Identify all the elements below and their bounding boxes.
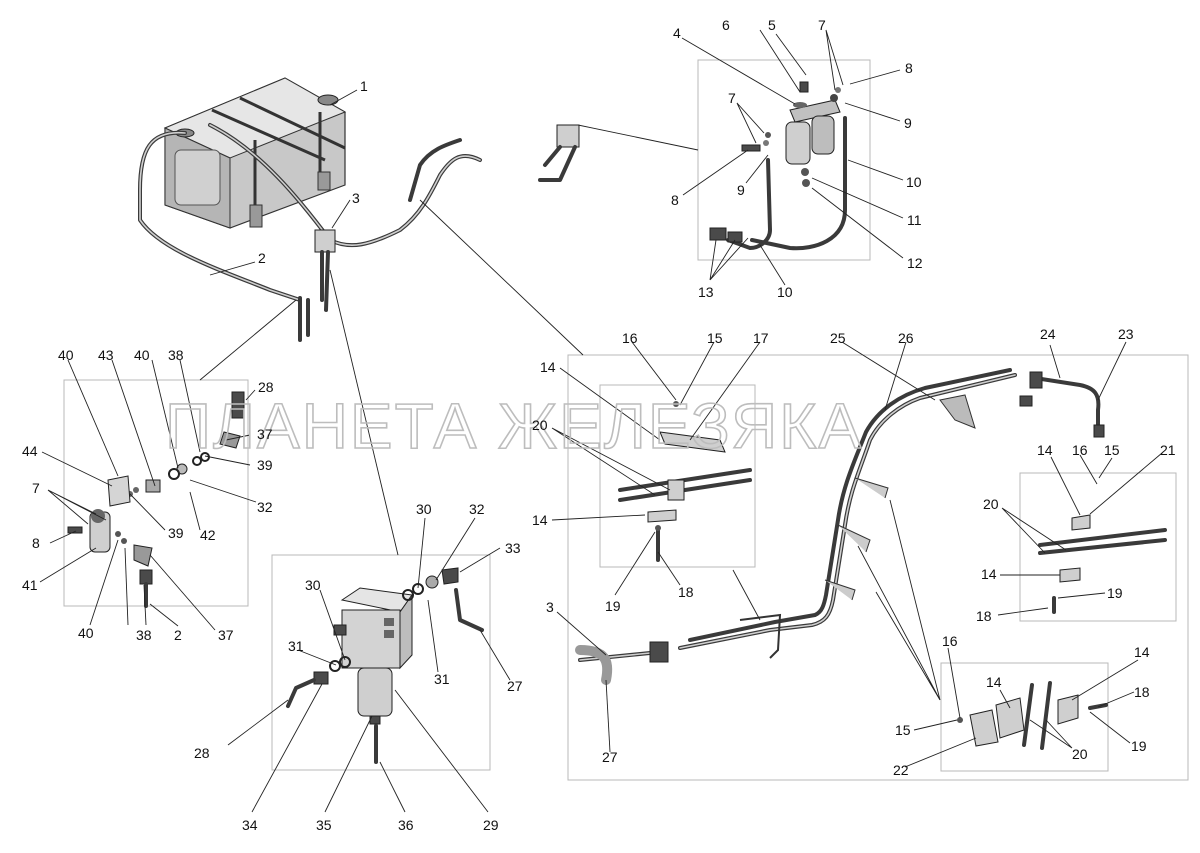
callout-16b: 16 — [1072, 442, 1088, 458]
callout-numbers: 1 2 3 4 5 6 7 8 9 7 8 9 10 11 12 13 10 2… — [22, 17, 1176, 833]
callout-8a: 8 — [905, 60, 913, 76]
callout-39b: 39 — [168, 525, 184, 541]
callout-13: 13 — [698, 284, 714, 300]
callout-18c: 18 — [1134, 684, 1150, 700]
callout-14e: 14 — [986, 674, 1002, 690]
callout-15c: 15 — [895, 722, 911, 738]
callout-9b: 9 — [737, 182, 745, 198]
callout-18b: 18 — [976, 608, 992, 624]
callout-30a: 30 — [416, 501, 432, 517]
callout-44: 44 — [22, 443, 38, 459]
callout-41: 41 — [22, 577, 38, 593]
coarse-filter-frame — [271, 554, 491, 771]
callout-9a: 9 — [904, 115, 912, 131]
callout-38b: 38 — [136, 627, 152, 643]
watermark-text: ПЛАНЕТА ЖЕЛЕЗЯКА — [165, 390, 863, 462]
callout-10a: 10 — [906, 174, 922, 190]
callout-14f: 14 — [1134, 644, 1150, 660]
clamp-detail-frame-bottom — [940, 662, 1109, 772]
callout-7c: 7 — [32, 480, 40, 496]
fitting-assembly — [67, 391, 245, 608]
callout-35: 35 — [316, 817, 332, 833]
callout-14a: 14 — [540, 359, 556, 375]
callout-12: 12 — [907, 255, 923, 271]
callout-2: 2 — [258, 250, 266, 266]
callout-28a: 28 — [258, 379, 274, 395]
callout-37a: 37 — [257, 426, 273, 442]
callout-24: 24 — [1040, 326, 1056, 342]
callout-22: 22 — [893, 762, 909, 778]
callout-8c: 8 — [32, 535, 40, 551]
callout-27b: 27 — [602, 749, 618, 765]
callout-32a: 32 — [257, 499, 273, 515]
callout-28b: 28 — [194, 745, 210, 761]
callout-21: 21 — [1160, 442, 1176, 458]
callout-15b: 15 — [1104, 442, 1120, 458]
callout-43: 43 — [98, 347, 114, 363]
callout-5: 5 — [768, 17, 776, 33]
callout-23: 23 — [1118, 326, 1134, 342]
coarse-filter-assembly — [286, 567, 484, 764]
pipeline-frame — [567, 354, 1189, 781]
callout-40c: 40 — [78, 625, 94, 641]
callout-15a: 15 — [707, 330, 723, 346]
callout-19b: 19 — [1107, 585, 1123, 601]
callout-42: 42 — [200, 527, 216, 543]
callout-19c: 19 — [1131, 738, 1147, 754]
callout-40a: 40 — [134, 347, 150, 363]
callout-3: 3 — [352, 190, 360, 206]
callout-2b: 2 — [174, 627, 182, 643]
callout-40b: 40 — [58, 347, 74, 363]
coarse-filter-small — [314, 229, 336, 312]
callout-26: 26 — [898, 330, 914, 346]
clamp-detail-frame-right — [1019, 472, 1177, 622]
callout-leaders — [39, 29, 1163, 813]
callout-16c: 16 — [942, 633, 958, 649]
callout-29: 29 — [483, 817, 499, 833]
callout-20b: 20 — [983, 496, 999, 512]
callout-30b: 30 — [305, 577, 321, 593]
callout-38a: 38 — [168, 347, 184, 363]
callout-7b: 7 — [728, 90, 736, 106]
callout-11: 11 — [907, 212, 922, 228]
callout-32b: 32 — [469, 501, 485, 517]
callout-19a: 19 — [605, 598, 621, 614]
callout-25: 25 — [830, 330, 846, 346]
callout-20c: 20 — [1072, 746, 1088, 762]
callout-14d: 14 — [981, 566, 997, 582]
callout-14c: 14 — [1037, 442, 1053, 458]
callout-3b: 3 — [546, 599, 554, 615]
callout-14b: 14 — [532, 512, 548, 528]
callout-16a: 16 — [622, 330, 638, 346]
clamp-detail-frame-left — [599, 384, 756, 568]
fitting-assembly-frame — [63, 379, 249, 607]
callout-1: 1 — [360, 78, 368, 94]
callout-31a: 31 — [288, 638, 304, 654]
fuel-line-end — [298, 296, 310, 342]
callout-33: 33 — [505, 540, 521, 556]
fine-filter-thumbnail — [538, 124, 580, 182]
callout-17: 17 — [753, 330, 769, 346]
callout-39a: 39 — [257, 457, 273, 473]
callout-34: 34 — [242, 817, 258, 833]
main-pipeline — [575, 368, 1105, 685]
callout-36: 36 — [398, 817, 414, 833]
callout-37b: 37 — [218, 627, 234, 643]
callout-4: 4 — [673, 25, 681, 41]
callout-18a: 18 — [678, 584, 694, 600]
callout-20a: 20 — [532, 417, 548, 433]
callout-6: 6 — [722, 17, 730, 33]
callout-7a: 7 — [818, 17, 826, 33]
callout-31b: 31 — [434, 671, 450, 687]
callout-10b: 10 — [777, 284, 793, 300]
fine-filter-assembly — [709, 81, 847, 251]
filter-assembly-frame — [697, 59, 871, 261]
callout-8b: 8 — [671, 192, 679, 208]
clamp-details — [618, 401, 1167, 750]
callout-27a: 27 — [507, 678, 523, 694]
